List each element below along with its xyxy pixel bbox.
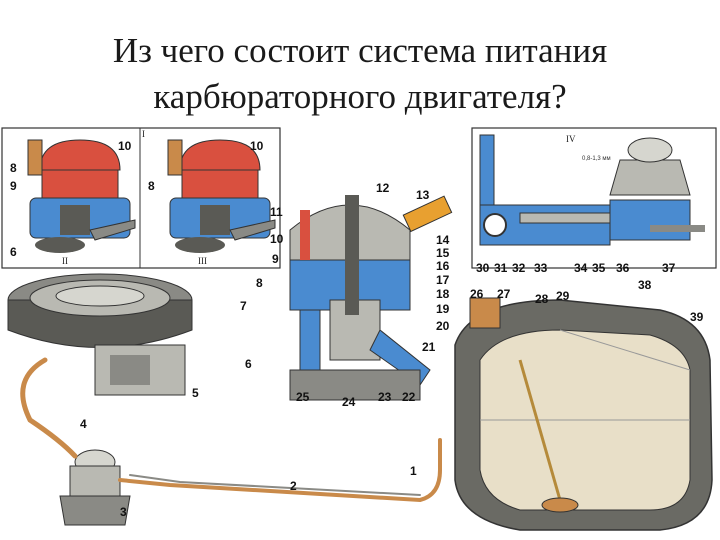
callout-4: 4: [80, 417, 87, 431]
callout-11: 11: [270, 205, 283, 219]
inset-middle-callout-8: 8: [148, 179, 155, 193]
callout-14: 14: [436, 233, 450, 247]
inset-left-callout-9: 9: [10, 179, 17, 193]
callout-7: 7: [240, 299, 247, 313]
callout-23: 23: [378, 390, 392, 404]
inset-left-callout-10: 10: [118, 139, 132, 153]
callout-13: 13: [416, 188, 430, 202]
pump-drive-detail-inset: IV 0,8-1,3 мм: [471, 127, 717, 269]
fuel-tank: [454, 297, 713, 531]
callout-9: 9: [272, 252, 279, 266]
callout-21: 21: [422, 340, 436, 354]
fuel-pump-section-inset: I II III 8 9 6 10 8 10: [1, 127, 281, 269]
callout-35: 35: [592, 261, 606, 275]
roman-label-iii: III: [198, 256, 207, 266]
callout-1: 1: [410, 464, 417, 478]
inset-left-callout-8: 8: [10, 161, 17, 175]
callout-33: 33: [534, 261, 548, 275]
inset-frame: [1, 127, 281, 269]
callout-16: 16: [436, 259, 450, 273]
callout-3: 3: [120, 505, 127, 519]
fuel-system-illustration: I II III 8 9 6 10 8 10 IV 0,8-1,3 мм: [1, 127, 717, 531]
callout-29: 29: [556, 289, 570, 303]
callout-8: 8: [256, 276, 263, 290]
air-filter-and-carburetor: [7, 273, 193, 396]
callout-34: 34: [574, 261, 588, 275]
pump-section-middle: [167, 139, 276, 253]
callout-25: 25: [296, 390, 310, 404]
callout-31: 31: [494, 261, 508, 275]
slide-title-line-2: карбюраторного двигателя?: [153, 77, 567, 116]
slide-title-line-1: Из чего состоит система питания: [112, 31, 608, 70]
inset-middle-callout-10: 10: [250, 139, 264, 153]
inset-left-callout-6: 6: [10, 245, 17, 259]
callout-39: 39: [690, 310, 704, 324]
callout-37: 37: [662, 261, 676, 275]
fuel-pump-cutaway: [289, 195, 453, 401]
roman-label-i: I: [142, 129, 145, 139]
callout-5: 5: [192, 386, 199, 400]
callout-labels: 1 2 3 4 5 6 7 8 9 10 11 12 13 14 15 16 1…: [80, 181, 704, 519]
slide-title: Из чего состоит система питания карбюрат…: [0, 28, 720, 120]
pump-section-left: [27, 139, 136, 253]
callout-27: 27: [497, 287, 511, 301]
fuel-lines: [20, 357, 442, 503]
callout-30: 30: [476, 261, 490, 275]
roman-label-iv: IV: [566, 134, 576, 144]
callout-36: 36: [616, 261, 630, 275]
fuel-pump: [59, 449, 131, 526]
callout-20: 20: [436, 319, 450, 333]
callout-19: 19: [436, 302, 450, 316]
inset-iv-frame: [471, 127, 717, 269]
callout-6: 6: [245, 357, 252, 371]
roman-label-ii: II: [62, 256, 68, 266]
callout-10: 10: [270, 232, 284, 246]
callout-28: 28: [535, 292, 549, 306]
callout-12: 12: [376, 181, 390, 195]
callout-38: 38: [638, 278, 652, 292]
callout-17: 17: [436, 273, 450, 287]
callout-26: 26: [470, 287, 484, 301]
callout-32: 32: [512, 261, 526, 275]
callout-15: 15: [436, 246, 450, 260]
callout-18: 18: [436, 287, 450, 301]
gap-note: 0,8-1,3 мм: [582, 156, 611, 162]
callout-22: 22: [402, 390, 416, 404]
callout-24: 24: [342, 395, 356, 409]
callout-2: 2: [290, 479, 297, 493]
